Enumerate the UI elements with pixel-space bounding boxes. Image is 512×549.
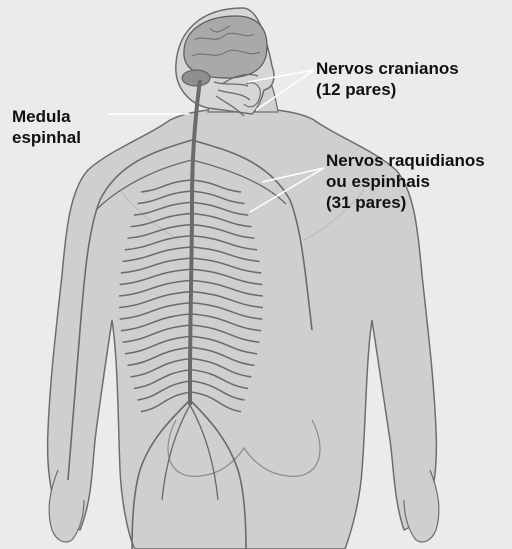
label-medula-line1: Medula	[12, 106, 81, 127]
label-medula-espinhal: Medula espinhal	[12, 106, 81, 148]
label-cranial-line2: (12 pares)	[316, 79, 459, 100]
cerebellum	[182, 70, 210, 86]
label-medula-line2: espinhal	[12, 127, 81, 148]
label-cranial-line1: Nervos cranianos	[316, 58, 459, 79]
label-spinal-line1: Nervos raquidianos	[326, 150, 485, 171]
label-spinal-line2: ou espinhais	[326, 171, 485, 192]
label-nervos-cranianos: Nervos cranianos (12 pares)	[316, 58, 459, 100]
label-spinal-line3: (31 pares)	[326, 192, 485, 213]
label-nervos-raquidianos: Nervos raquidianos ou espinhais (31 pare…	[326, 150, 485, 213]
